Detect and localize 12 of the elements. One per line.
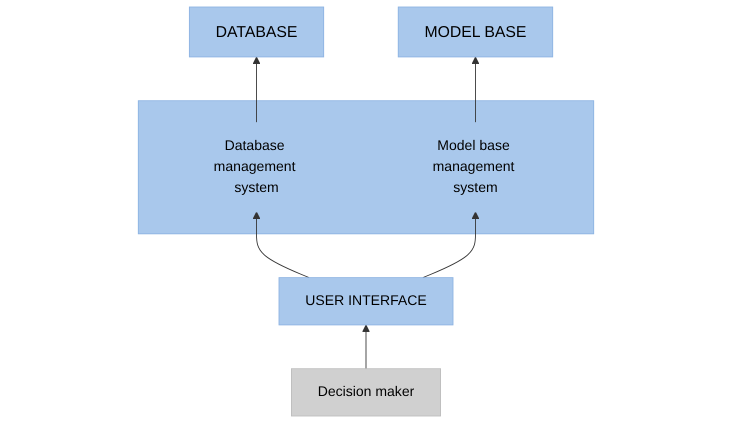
node-box: Decision maker [290, 368, 440, 416]
arrow [362, 324, 370, 370]
node-box: MODEL BASE [397, 6, 553, 58]
node-text: Model base management system [432, 138, 514, 196]
cluster [137, 100, 594, 234]
node-box: DATABASE [188, 6, 324, 58]
arrow [471, 56, 479, 124]
node-box: USER INTERFACE [278, 277, 453, 326]
arrow [252, 212, 310, 278]
node-text: Database management system [213, 138, 295, 196]
arrow [252, 56, 260, 124]
arrow [422, 212, 479, 278]
